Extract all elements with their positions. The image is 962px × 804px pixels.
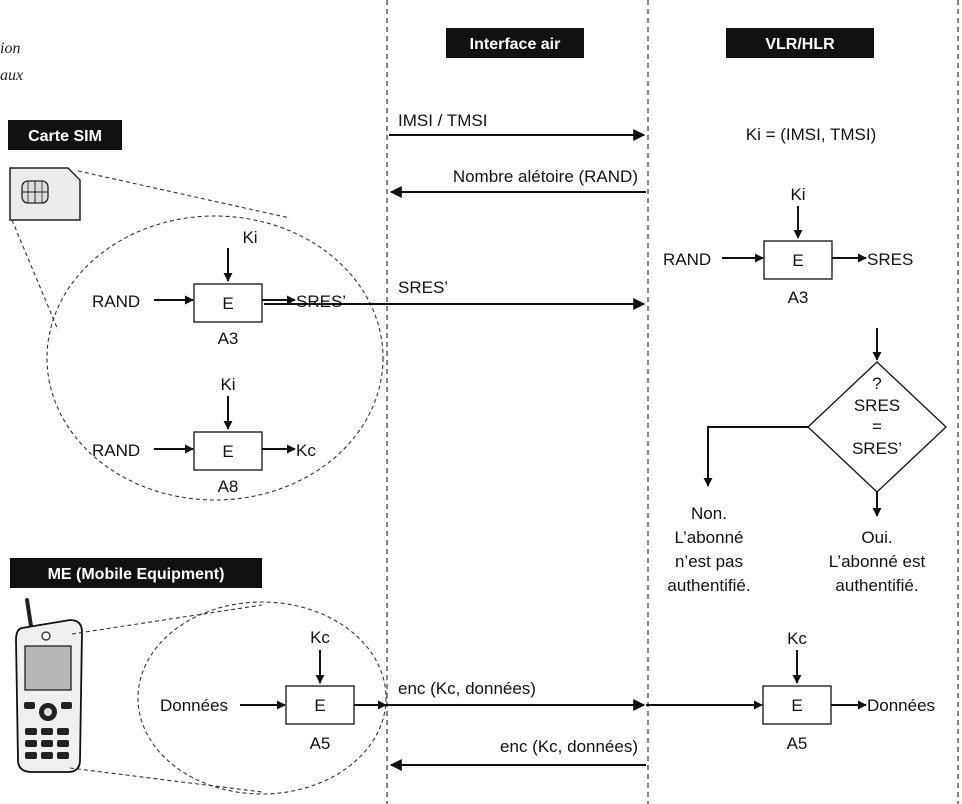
sim-a3-input-label: RAND <box>92 292 140 311</box>
sim-zoom-line-top <box>77 170 291 219</box>
sim-a3-name: A3 <box>218 329 239 348</box>
vlr-a5-box-label: E <box>791 696 802 715</box>
decision-sres: SRES <box>854 396 900 415</box>
sim-a3-output-label: SRES’ <box>296 292 346 311</box>
vlr-a5-output-label: Données <box>867 696 935 715</box>
vlr-a3-input-label: RAND <box>663 250 711 269</box>
sim-a3-box <box>193 283 263 323</box>
vlr-ki-formula: Ki = (IMSI, TMSI) <box>746 125 877 144</box>
caption-line-1: ion <box>0 40 20 57</box>
header-sim: Carte SIM <box>28 128 102 145</box>
vlr-a3-output-label: SRES <box>867 250 913 269</box>
msg-enc-down-label: enc (Kc, données) <box>500 737 638 756</box>
msg-rand-label: Nombre alétoire (RAND) <box>453 167 638 186</box>
header-me-bg <box>10 558 262 588</box>
me-zoom-line-bottom <box>69 767 263 793</box>
decision-sres-prime: SRES’ <box>852 439 902 458</box>
header-me: ME (Mobile Equipment) <box>48 566 225 583</box>
sim-a8-box-label: E <box>222 442 233 461</box>
vlr-a3-box <box>763 240 833 280</box>
header-air-bg <box>446 28 584 58</box>
me-a5-box-label: E <box>314 696 325 715</box>
me-a5-box <box>285 685 355 725</box>
result-yes-line-3: authentifié. <box>835 576 918 595</box>
sim-a8-output-label: Kc <box>296 441 316 460</box>
vlr-a5-kc-label: Kc <box>787 629 807 648</box>
sim-card-icon <box>9 167 81 221</box>
sim-zoom-ellipse <box>46 215 384 501</box>
result-no-line-2: L’abonné <box>674 528 743 547</box>
header-air: Interface air <box>470 36 561 53</box>
result-no-line-3: n’est pas <box>675 552 743 571</box>
sim-a8-name: A8 <box>218 477 239 496</box>
vlr-a3-ki-label: Ki <box>790 185 805 204</box>
decision-equals: = <box>872 417 882 436</box>
me-a5-kc-label: Kc <box>310 628 330 647</box>
vlr-a3-name: A3 <box>788 288 809 307</box>
me-a5-name: A5 <box>310 734 331 753</box>
me-zoom-ellipse <box>137 601 387 795</box>
sim-a3-ki-label: Ki <box>242 228 257 247</box>
sim-zoom-line-bottom <box>11 219 59 331</box>
msg-imsi-label: IMSI / TMSI <box>398 111 487 130</box>
result-no-line-4: authentifié. <box>667 576 750 595</box>
header-vlr-bg <box>726 28 874 58</box>
sim-a8-ki-label: Ki <box>220 375 235 394</box>
msg-sres-label: SRES’ <box>398 278 448 297</box>
sim-a8-box <box>193 431 263 471</box>
vlr-a5-box <box>762 685 832 725</box>
result-no-line-1: Non. <box>691 504 727 523</box>
caption-line-2: aux <box>0 67 23 84</box>
decision-no-arrow <box>703 426 808 487</box>
msg-enc-up-label: enc (Kc, données) <box>398 679 536 698</box>
sim-a3-box-label: E <box>222 294 233 313</box>
me-a5-input-label: Données <box>160 696 228 715</box>
me-zoom-line-top <box>71 604 263 635</box>
decision-question: ? <box>872 374 881 393</box>
sim-a8-input-label: RAND <box>92 441 140 460</box>
result-yes-line-2: L’abonné est <box>829 552 926 571</box>
vlr-a3-box-label: E <box>792 251 803 270</box>
mobile-phone-icon <box>15 598 83 773</box>
header-vlr: VLR/HLR <box>765 36 835 53</box>
result-yes-line-1: Oui. <box>861 528 892 547</box>
header-sim-bg <box>8 120 122 150</box>
vlr-a5-name: A5 <box>787 734 808 753</box>
